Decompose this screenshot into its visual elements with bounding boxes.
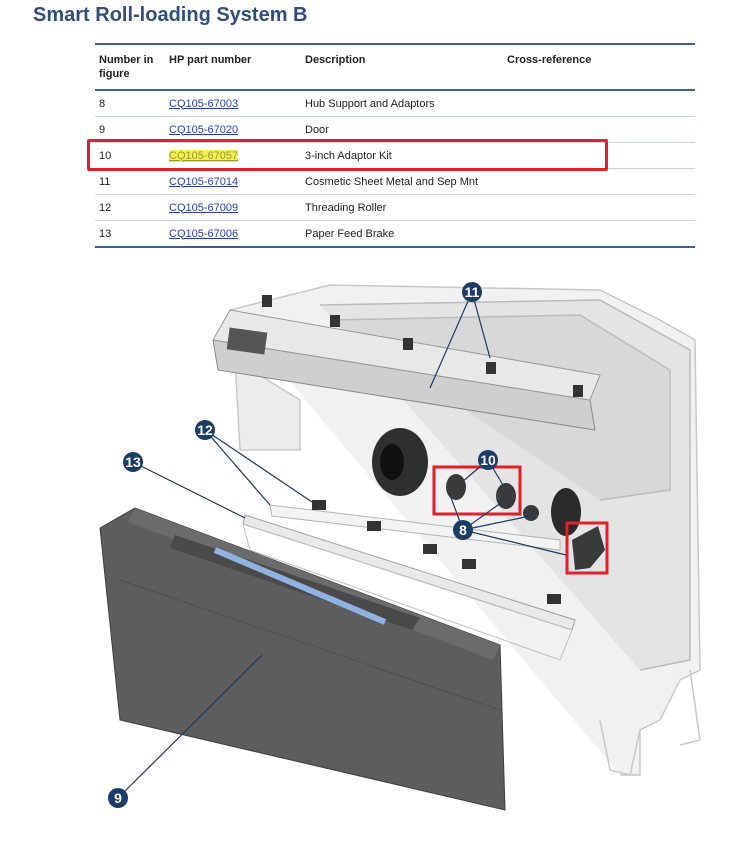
- callout-9: 9: [108, 788, 128, 808]
- cosmetic-sheet-metal: [212, 295, 601, 431]
- row-cross-reference: [503, 221, 695, 248]
- svg-text:12: 12: [197, 422, 213, 438]
- callout-10: 10: [478, 450, 498, 470]
- highlight-box: [87, 139, 608, 171]
- header-number-in-figure: Number in figure: [95, 44, 165, 91]
- row-number: 12: [95, 194, 165, 221]
- row-number: 13: [99, 227, 112, 240]
- row-description: Paper Feed Brake: [305, 227, 395, 240]
- svg-text:8: 8: [459, 522, 467, 538]
- table-row: 13 CQ105-67006 Paper Feed Brake: [95, 221, 695, 248]
- row-cross-reference: [503, 116, 695, 143]
- row-description: Door: [301, 116, 503, 143]
- part-number-link[interactable]: CQ105-67014: [169, 175, 239, 188]
- table-row: 12 CQ105-67009 Threading Roller: [95, 194, 695, 221]
- paper-feed-brake: [572, 526, 605, 570]
- part-number-link[interactable]: CQ105-67006: [169, 227, 239, 240]
- callout-11: 11: [462, 282, 482, 302]
- row-number: 8: [95, 90, 165, 117]
- part-number-link[interactable]: CQ105-67003: [169, 97, 239, 110]
- svg-text:9: 9: [114, 790, 122, 806]
- part-number-link-highlighted[interactable]: CQ105-67057: [169, 149, 239, 162]
- svg-text:11: 11: [465, 284, 480, 300]
- svg-text:10: 10: [480, 452, 496, 468]
- header-hp-part-number: HP part number: [165, 44, 301, 91]
- callout-12: 12: [195, 420, 215, 440]
- table-row: 11 CQ105-67014 Cosmetic Sheet Metal and …: [95, 168, 695, 195]
- row-description: Cosmetic Sheet Metal and Sep Mnt: [301, 168, 503, 195]
- table-row: 9 CQ105-67020 Door: [95, 116, 695, 143]
- table-row: 8 CQ105-67003 Hub Support and Adaptors: [95, 90, 695, 117]
- row-cross-reference: [503, 194, 695, 221]
- brake-highlight-box: [565, 521, 609, 575]
- part-number-link[interactable]: CQ105-67009: [169, 201, 239, 214]
- parts-table: Number in figure HP part number Descript…: [95, 43, 695, 248]
- adaptor-highlight-box: [432, 465, 522, 516]
- callout-8: 8: [453, 520, 473, 540]
- row-number: 9: [95, 116, 165, 143]
- threading-roller-bar: [242, 500, 576, 661]
- row-description: Threading Roller: [301, 194, 503, 221]
- row-number: 10: [95, 142, 165, 169]
- row-description: Hub Support and Adaptors: [301, 90, 503, 117]
- exploded-parts-diagram: 11 12 13 10 8 9: [99, 282, 701, 811]
- part-number-link[interactable]: CQ105-67020: [169, 123, 239, 136]
- door-panel: [99, 507, 506, 811]
- row-cross-reference: [503, 90, 695, 117]
- callout-13: 13: [123, 452, 143, 472]
- table-header-row: Number in figure HP part number Descript…: [95, 44, 695, 91]
- page-title: Smart Roll-loading System B: [33, 4, 308, 26]
- header-cross-reference: Cross-reference: [503, 44, 695, 91]
- svg-text:13: 13: [125, 454, 141, 470]
- row-cross-reference: [503, 168, 695, 195]
- header-description: Description: [301, 44, 503, 91]
- row-number: 11: [95, 168, 165, 195]
- hub-support: [372, 428, 428, 496]
